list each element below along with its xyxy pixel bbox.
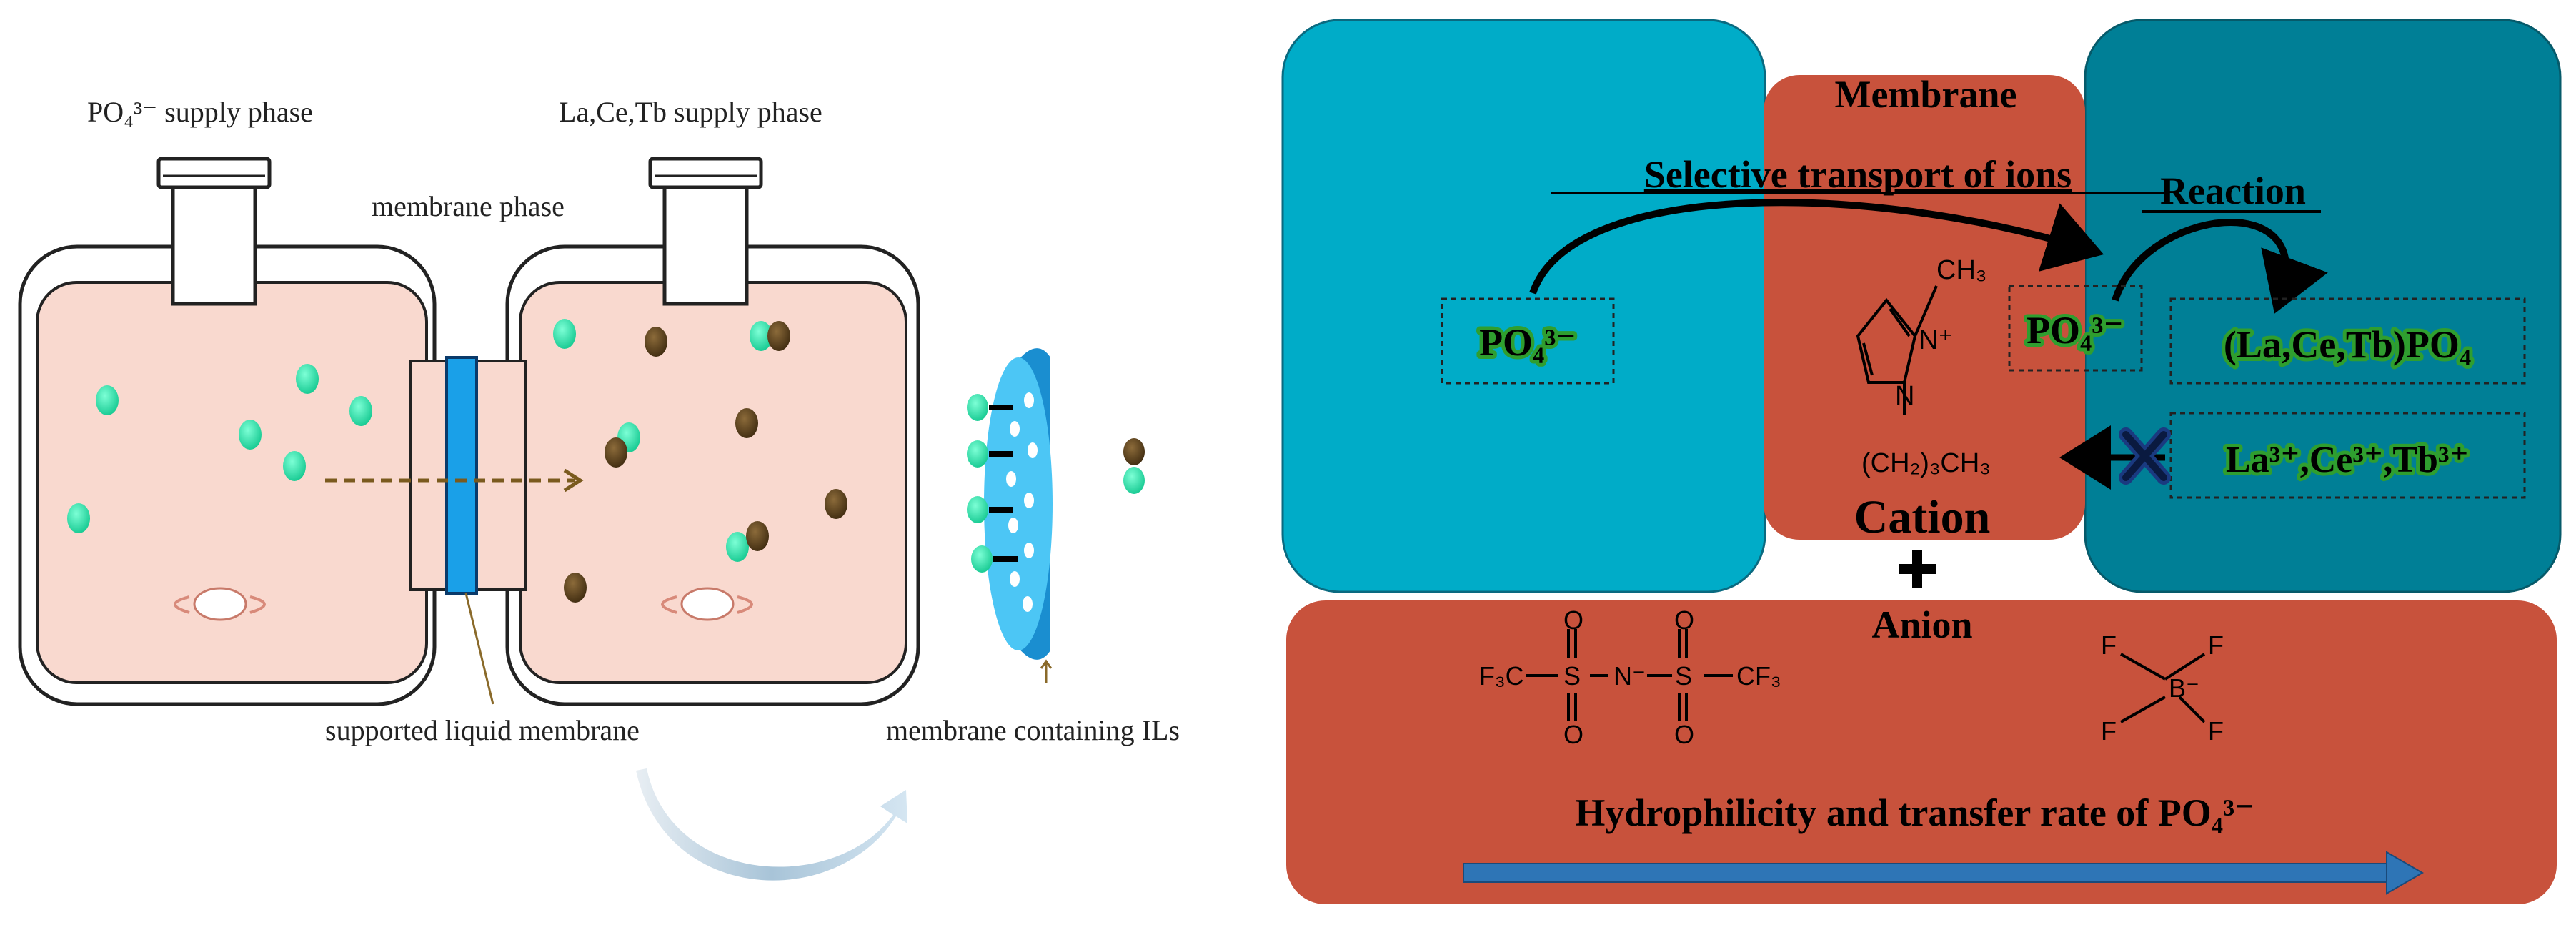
tf2n-structure — [1526, 629, 1733, 721]
po4-left-label: PO₄³⁻ — [1479, 321, 1576, 364]
selective-transport-label: Selective transport of ions — [1644, 153, 2072, 196]
reaction-label: Reaction — [2160, 169, 2306, 212]
po4-right-box — [2008, 285, 2143, 372]
po4-supply-phase-label: PO₄³⁻ supply phase — [87, 96, 313, 128]
right-stir-bar — [661, 587, 753, 621]
supported-liquid-membrane-label: supported liquid membrane — [325, 714, 640, 746]
bf4-structure — [2120, 653, 2206, 723]
membrane-block — [1764, 75, 2085, 540]
bf4-f2: F — [2208, 630, 2224, 660]
phosphate-ions — [67, 319, 772, 562]
slm-disc — [445, 356, 478, 595]
transport-arrow — [1529, 199, 2104, 295]
n-plus-label: N⁺ — [1919, 325, 1953, 355]
imidazolium-structure — [1856, 285, 1938, 415]
receiving-phase-block — [2084, 19, 2562, 593]
anion-label: Anion — [1871, 603, 1972, 646]
rare-earth-ions — [564, 321, 847, 603]
cations-box — [2169, 412, 2526, 499]
tf2n-s2: S — [1675, 661, 1692, 691]
bf4-b: B⁻ — [2169, 673, 2199, 703]
tf2n-o3: O — [1674, 605, 1694, 635]
tf2n-s1: S — [1563, 661, 1581, 691]
tf2n-o2: O — [1563, 720, 1583, 749]
left-cap — [156, 157, 272, 189]
tf2n-o1: O — [1563, 605, 1583, 635]
left-cell-inner — [36, 281, 428, 684]
right-cap — [648, 157, 763, 189]
blocked-x-icon — [2119, 427, 2171, 485]
trend-arrow — [1463, 851, 2424, 895]
bf4-f3: F — [2101, 716, 2117, 746]
supply-phase-block — [1281, 19, 1766, 593]
product-label: (La,Ce,Tb)PO₄ — [2224, 323, 2471, 366]
swoosh-arrow — [636, 768, 907, 881]
cations-label: La³⁺,Ce³⁺,Tb³⁺ — [2226, 440, 2469, 480]
tf2n-cf3: CF₃ — [1736, 661, 1781, 691]
cation-label: Cation — [1854, 491, 1991, 543]
lacetb-supply-phase-label: La,Ce,Tb supply phase — [559, 96, 822, 128]
hydrophilicity-label: Hydrophilicity and transfer rate of PO₄³… — [1575, 791, 2254, 834]
left-neck — [171, 180, 257, 306]
tf2n-f3c: F₃C — [1479, 661, 1524, 691]
ch3-top-label: CH₃ — [1936, 255, 1986, 285]
tf2n-n: N⁻ — [1613, 661, 1646, 691]
n-bottom-label: N — [1895, 381, 1914, 411]
plus-icon — [1899, 550, 1936, 588]
po4-right-label: PO₄³⁻ — [2027, 309, 2124, 352]
bf4-f1: F — [2101, 630, 2117, 660]
po4-left-box — [1441, 297, 1615, 385]
mechanism-panel: Membrane Selective transport of ions Rea… — [1281, 19, 2562, 904]
left-stir-bar — [174, 587, 266, 621]
slm-pointer — [464, 593, 494, 705]
membrane-containing-ils-label: membrane containing ILs — [886, 714, 1180, 746]
membrane-phase-label: membrane phase — [372, 190, 565, 222]
product-box — [2169, 297, 2526, 385]
tf2n-o4: O — [1674, 720, 1694, 749]
il-membrane-disc — [967, 348, 1145, 683]
membrane-title: Membrane — [1835, 73, 2017, 116]
bf4-f4: F — [2208, 716, 2224, 746]
butyl-label: (CH₂)₃CH₃ — [1861, 448, 1991, 478]
apparatus-illustration: PO₄³⁻ supply phase La,Ce,Tb supply phase… — [18, 96, 1180, 881]
reaction-arrow — [2112, 219, 2328, 314]
right-neck — [662, 180, 749, 306]
